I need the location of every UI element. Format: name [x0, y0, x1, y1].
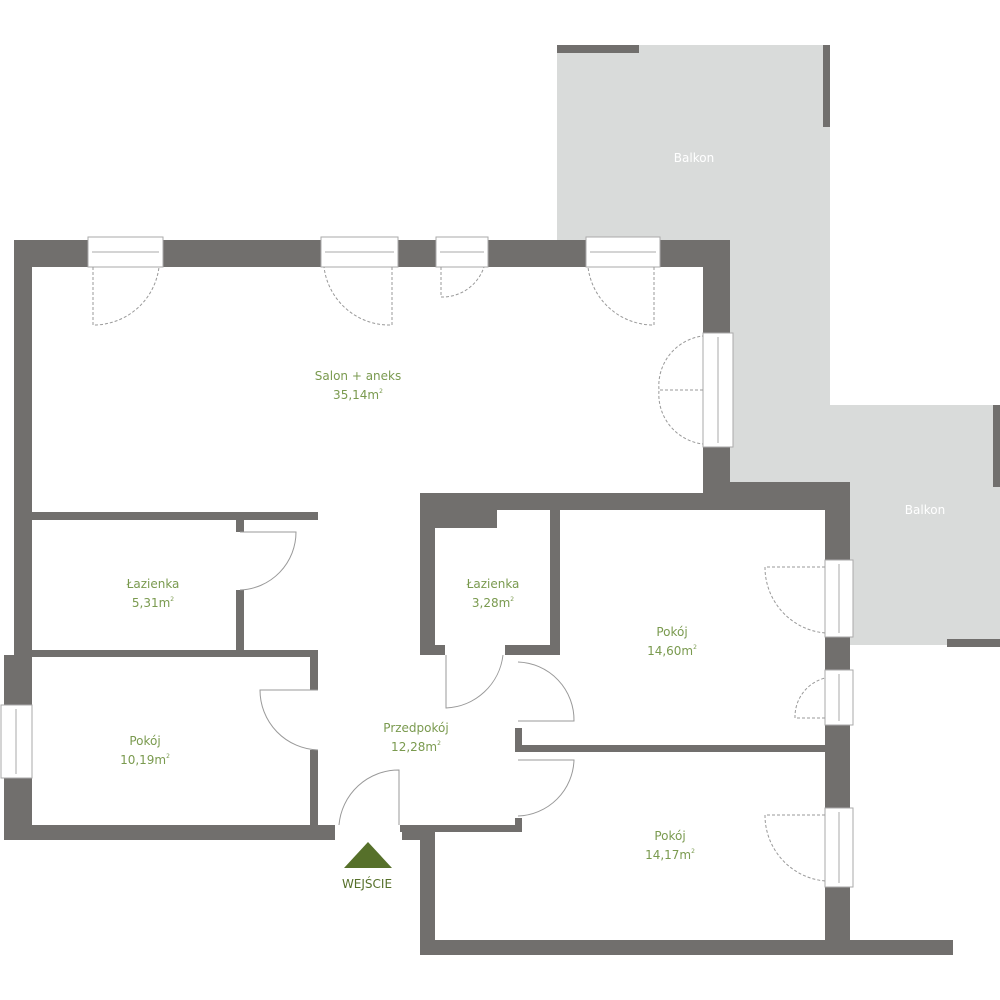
room-area: 3,28m: [471, 596, 511, 610]
room-label-pokoj-1460: Pokój 14,60m2: [647, 624, 697, 659]
room-name: Przedpokój: [383, 721, 449, 735]
walls: [4, 240, 953, 955]
room-label-lazienka-2: Łazienka 3,28m2: [467, 576, 520, 611]
room-label-salon: Salon + aneks 35,14m2: [315, 368, 401, 403]
room-label-pokoj-1417: Pokój 14,17m2: [645, 828, 695, 863]
balcony-label-2: Balkon: [904, 503, 946, 517]
room-area: 14,60m: [647, 644, 694, 658]
room-name: Pokój: [129, 734, 161, 748]
area-unit-sup: 2: [510, 596, 515, 603]
area-unit-sup: 2: [379, 388, 383, 395]
room-name: Pokój: [656, 625, 688, 639]
room-area: 12,28m: [391, 740, 438, 754]
entrance-label: WEJŚCIE: [341, 877, 393, 891]
room-label-pokoj-1019: Pokój 10,19m2: [120, 733, 170, 768]
room-name: Łazienka: [466, 577, 520, 591]
window-swings: [92, 266, 826, 882]
room-label-przedpokoj: Przedpokój 12,28m2: [383, 720, 448, 755]
balcony-label-1: Balkon: [673, 151, 715, 165]
entrance-arrow-icon: [344, 842, 392, 868]
room-area: 5,31m: [131, 596, 171, 610]
room-name: Pokój: [654, 829, 686, 843]
room-name: Salon + aneks: [314, 369, 402, 383]
area-unit-sup: 2: [691, 848, 695, 855]
room-area: 14,17m: [645, 848, 692, 862]
room-label-lazienka-1: Łazienka 5,31m2: [127, 576, 180, 611]
balcony-area: [557, 45, 1000, 645]
area-unit-sup: 2: [437, 740, 441, 747]
area-unit-sup: 2: [693, 644, 697, 651]
balcony-railings: [557, 45, 1000, 647]
room-area: 35,14m: [333, 388, 380, 402]
room-name: Łazienka: [126, 577, 180, 591]
area-unit-sup: 2: [166, 753, 170, 760]
room-area: 10,19m: [120, 753, 167, 767]
area-unit-sup: 2: [170, 596, 175, 603]
door-swings: [239, 531, 575, 826]
windows: [0, 236, 854, 888]
